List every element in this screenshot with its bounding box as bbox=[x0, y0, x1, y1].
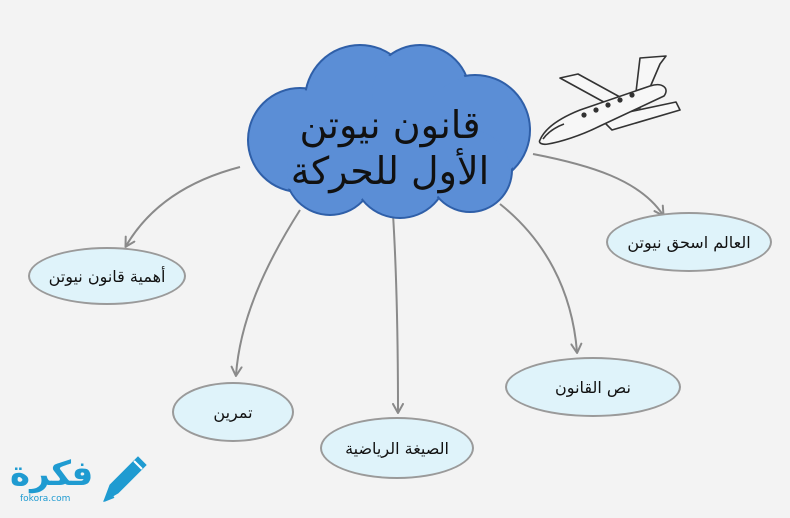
node-exercise: تمرين bbox=[172, 382, 294, 442]
node-scientist: العالم اسحق نيوتن bbox=[606, 212, 772, 272]
arrow-to-scientist bbox=[532, 153, 665, 217]
logo-name: فكرة bbox=[10, 454, 94, 494]
central-title-line-2: الأول للحركة bbox=[290, 149, 490, 193]
pencil-icon bbox=[103, 456, 147, 503]
node-importance: أهمية قانون نيوتن bbox=[28, 247, 186, 305]
node-formula: الصيغة الرياضية bbox=[320, 417, 474, 479]
airplane-icon bbox=[538, 55, 681, 146]
arrow-to-exercise bbox=[230, 209, 301, 377]
connectors bbox=[124, 153, 665, 414]
central-title-line-1: قانون نيوتن bbox=[299, 103, 481, 147]
arrow-to-law bbox=[499, 203, 583, 354]
node-law-text: نص القانون bbox=[505, 357, 681, 417]
arrow-to-importance bbox=[124, 166, 241, 248]
brand-logo: فكرة fokora.com bbox=[6, 452, 146, 512]
arrow-to-formula bbox=[391, 213, 404, 414]
logo-site: fokora.com bbox=[20, 494, 71, 504]
